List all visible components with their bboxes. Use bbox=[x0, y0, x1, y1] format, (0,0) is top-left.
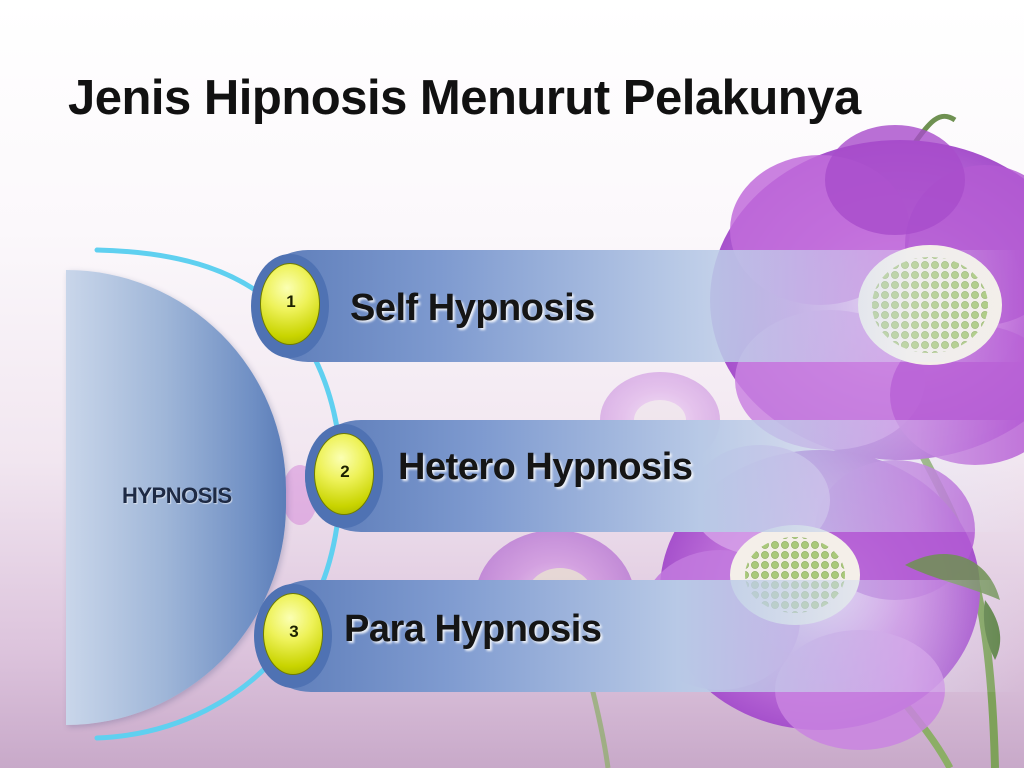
number-badge-1: 1 bbox=[260, 263, 320, 345]
item-bar-self-hypnosis bbox=[252, 250, 1024, 362]
hub-label: HYPNOSIS bbox=[122, 483, 232, 508]
item-bar-para-hypnosis bbox=[255, 580, 1024, 692]
number-badge-2: 2 bbox=[314, 433, 374, 515]
badge-number: 2 bbox=[340, 462, 350, 481]
slide-title: Jenis Hipnosis Menurut Pelakunya bbox=[68, 71, 861, 125]
number-badge-3: 3 bbox=[263, 593, 323, 675]
item-label-hetero-hypnosis: Hetero Hypnosis bbox=[398, 446, 693, 488]
badge-number: 1 bbox=[286, 292, 296, 311]
item-bar-hetero-hypnosis bbox=[305, 420, 1024, 532]
item-label-para-hypnosis: Para Hypnosis bbox=[344, 608, 602, 650]
item-label-self-hypnosis: Self Hypnosis bbox=[350, 287, 595, 329]
badge-number: 3 bbox=[289, 622, 299, 641]
